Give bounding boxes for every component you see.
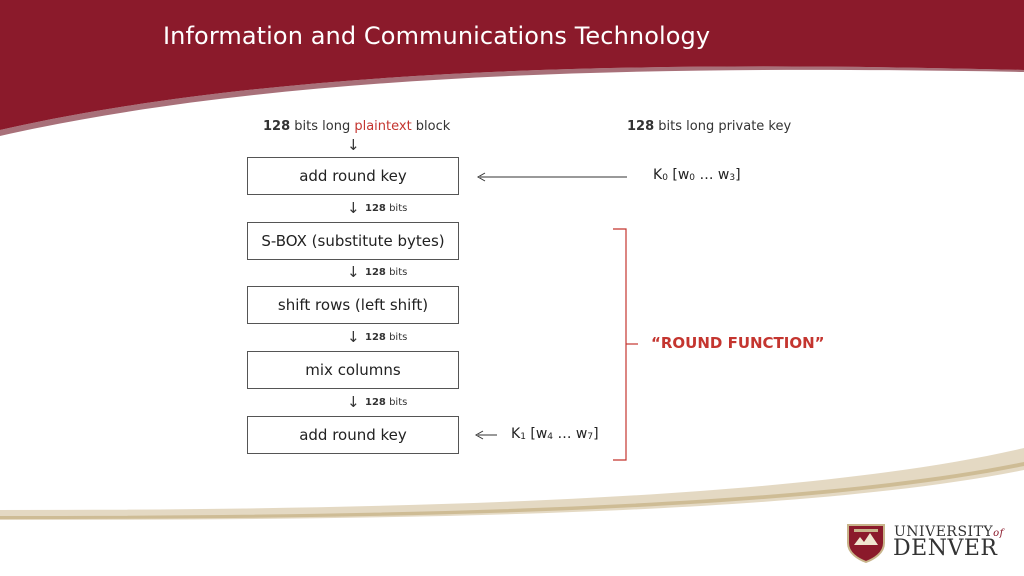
k1-close: ]	[593, 426, 599, 442]
down-arrow-icon: ↓	[347, 393, 360, 411]
key1-arrow	[474, 430, 497, 440]
add-round-key-box-2: add round key	[247, 416, 459, 454]
round-function-bracket	[613, 228, 638, 461]
private-key-label: 128 bits long private key	[627, 119, 791, 134]
plaintext-pre: bits long	[290, 119, 355, 134]
key-bits: 128	[627, 119, 655, 134]
down-arrow-icon: ↓	[347, 136, 360, 154]
bits-unit: bits	[389, 267, 408, 278]
bits-value: 128	[365, 267, 386, 278]
sbox-box: S-BOX (substitute bytes)	[247, 222, 459, 260]
k1-w2-sub: 7	[587, 432, 594, 442]
bits-label: 128 bits	[365, 397, 407, 408]
round-function-label: “ROUND FUNCTION”	[651, 334, 825, 352]
k0-letter: K	[653, 167, 663, 183]
bits-label: 128 bits	[365, 203, 407, 214]
logo-university: UNIVERSITYof	[894, 524, 1004, 540]
plaintext-highlight: plaintext	[354, 119, 412, 134]
k1-w1-sub: 4	[547, 432, 554, 442]
footer-swoosh	[0, 448, 1024, 520]
k0-sub: 0	[662, 173, 668, 183]
k0-w1-sub: 0	[689, 173, 696, 183]
key1-label: K1 [w4 … w7]	[511, 426, 599, 442]
plaintext-label: 128 bits long plaintext block	[263, 119, 450, 134]
k1-sub: 1	[520, 432, 526, 442]
logo-of: of	[993, 528, 1004, 539]
down-arrow-icon: ↓	[347, 199, 360, 217]
key0-arrow	[476, 172, 627, 182]
mix-columns-box: mix columns	[247, 351, 459, 389]
key0-label: K0 [w0 … w3]	[653, 167, 741, 183]
k1-mid: … w	[553, 426, 588, 442]
bits-label: 128 bits	[365, 267, 407, 278]
university-shield-icon	[847, 524, 885, 563]
add-round-key-box-1: add round key	[247, 157, 459, 195]
shift-rows-box: shift rows (left shift)	[247, 286, 459, 324]
slide-title: Information and Communications Technolog…	[163, 22, 711, 50]
bits-value: 128	[365, 203, 386, 214]
key-rest: bits long private key	[654, 119, 792, 134]
plaintext-post: block	[411, 119, 451, 134]
logo-denver: DENVER	[893, 536, 998, 561]
bits-label: 128 bits	[365, 332, 407, 343]
k0-w2-sub: 3	[729, 173, 736, 183]
plaintext-bits: 128	[263, 119, 291, 134]
bits-value: 128	[365, 397, 386, 408]
bits-value: 128	[365, 332, 386, 343]
down-arrow-icon: ↓	[347, 328, 360, 346]
k1-open: [w	[525, 426, 548, 442]
bits-unit: bits	[389, 397, 408, 408]
k1-letter: K	[511, 426, 521, 442]
bits-unit: bits	[389, 203, 408, 214]
k0-close: ]	[735, 167, 741, 183]
bits-unit: bits	[389, 332, 408, 343]
k0-mid: … w	[695, 167, 730, 183]
logo-line1: UNIVERSITY	[894, 524, 994, 540]
down-arrow-icon: ↓	[347, 263, 360, 281]
k0-open: [w	[667, 167, 690, 183]
